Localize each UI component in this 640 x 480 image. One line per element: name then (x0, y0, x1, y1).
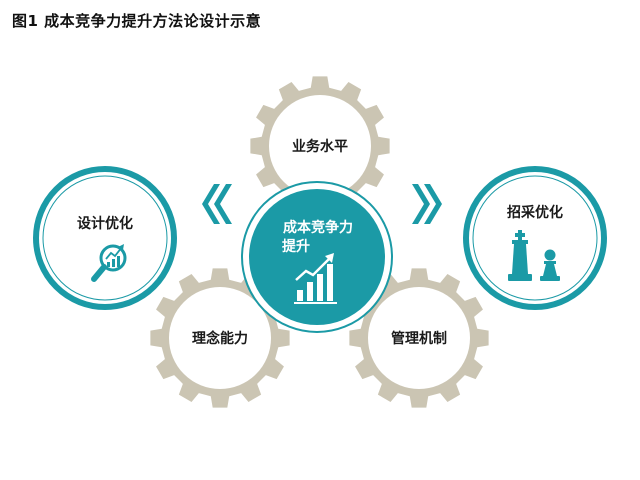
side-circle-right-inner-ring (472, 175, 598, 301)
gear-top-hub (269, 95, 371, 197)
center-circle-fill (249, 189, 385, 325)
side-circle-left-label: 设计优化 (77, 215, 133, 232)
gear-right: 管理机制 (349, 268, 489, 408)
gear-top: 业务水平 (250, 76, 390, 216)
gear-left: 理念能力 (150, 268, 290, 408)
side-circle-right-label: 招采优化 (507, 204, 563, 221)
growth-bar-chart-icon (294, 253, 337, 304)
side-circle-left-inner-ring (42, 175, 168, 301)
gear-top-label: 业务水平 (292, 138, 348, 155)
gear-right-hub (368, 287, 470, 389)
chevron-left-icon (202, 184, 232, 224)
chess-pieces-icon (508, 230, 560, 281)
center-circle: 成本竞争力 提升 (241, 181, 393, 333)
side-circle-left: 设计优化 (33, 166, 177, 310)
side-circle-right-ring (463, 166, 607, 310)
side-circle-right: 招采优化 (463, 166, 607, 310)
center-circle-border (241, 181, 393, 333)
page-title: 图1 成本竞争力提升方法论设计示意 (12, 12, 262, 30)
chevron-right-icon (412, 184, 442, 224)
gear-right-label: 管理机制 (391, 330, 447, 347)
gear-left-hub (169, 287, 271, 389)
center-label-line1: 成本竞争力 (283, 219, 353, 236)
magnifier-chart-icon (91, 244, 127, 282)
side-circle-left-ring (33, 166, 177, 310)
gear-left-label: 理念能力 (192, 330, 248, 347)
center-label-line2: 提升 (282, 238, 310, 255)
